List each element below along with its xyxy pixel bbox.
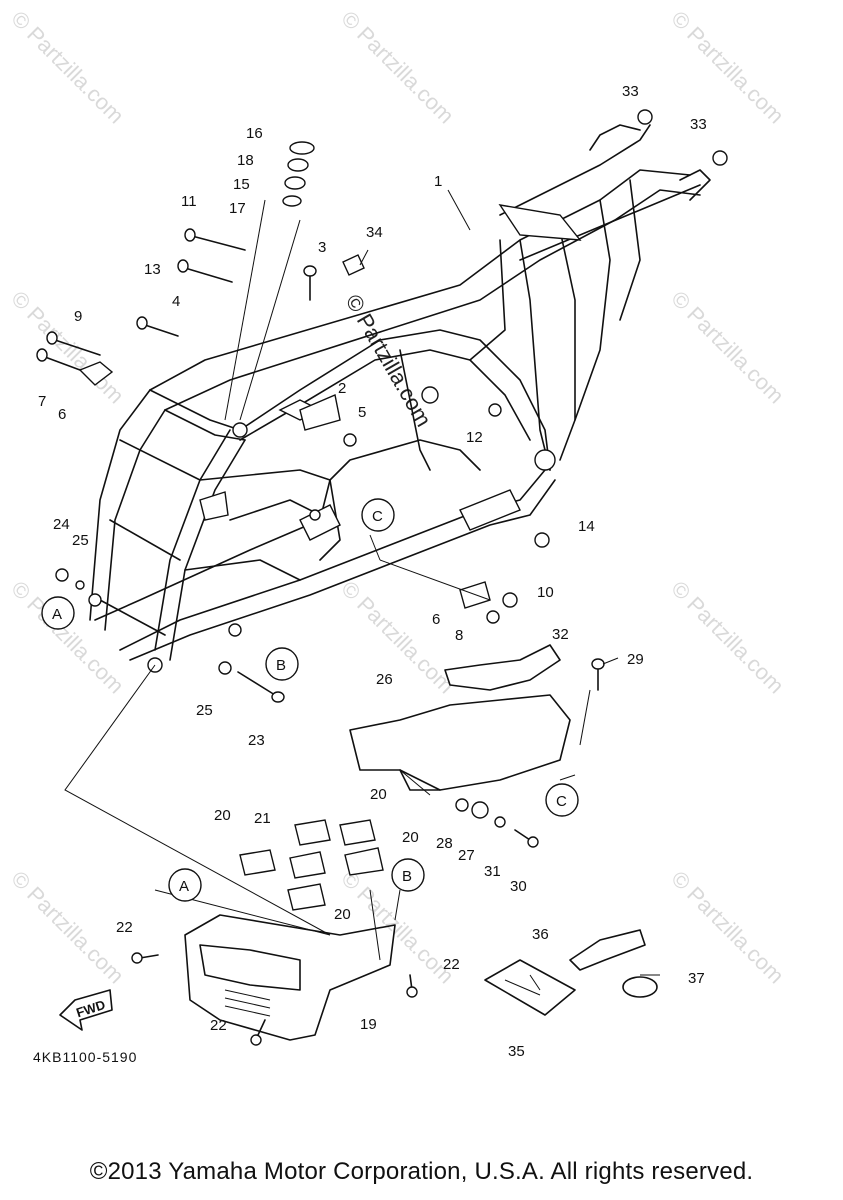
watermark: © Partzilla.com [336,6,459,129]
watermark: © Partzilla.com [6,286,129,409]
callout: 22 [210,1017,227,1034]
callout: 21 [254,810,271,827]
callout: 35 [508,1043,525,1060]
callout: 31 [484,863,501,880]
watermark: © Partzilla.com [6,6,129,129]
watermark: © Partzilla.com [6,576,129,699]
callout: 6 [58,406,66,423]
ref-marker-b: B [402,868,412,885]
watermark: © Partzilla.com [6,866,129,989]
callout: 4 [172,293,180,310]
tool-kit-drawing [484,929,658,1016]
callout: 18 [237,152,254,169]
copyright-footer: ©2013 Yamaha Motor Corporation, U.S.A. A… [89,1158,754,1185]
callout: 19 [360,1016,377,1033]
front-guard-drawing [131,819,418,1046]
callout: 22 [116,919,133,936]
callout: 10 [537,584,554,601]
watermark: © Partzilla.com [666,286,789,409]
callout: 20 [214,807,231,824]
callout: 6 [432,611,440,628]
callout: 33 [690,116,707,133]
ref-marker-b: B [276,657,286,674]
reference-markers: C A B C A B [41,498,579,902]
callout: 34 [366,224,383,241]
hardware [36,109,728,848]
callouts: 1 2 3 4 5 6 6 7 8 9 10 11 12 13 14 15 16… [38,83,707,1060]
diagram-code: 4KB1100-5190 [33,1049,137,1065]
watermark-center: © Partzilla.com [341,290,437,431]
callout: 3 [318,239,326,256]
ref-marker-a: A [179,878,189,895]
callout: 25 [196,702,213,719]
callout: 9 [74,308,82,325]
callout: 24 [53,516,70,533]
skid-plate-drawing [349,644,571,791]
callout: 32 [552,626,569,643]
fwd-arrow-icon: FWD [59,989,113,1031]
ref-marker-a: A [52,606,62,623]
callout: 36 [532,926,549,943]
callout: 14 [578,518,595,535]
callout: 27 [458,847,475,864]
callout: 17 [229,200,246,217]
watermark: © Partzilla.com [666,866,789,989]
callout: 37 [688,970,705,987]
callout: 12 [466,429,483,446]
callout: 5 [358,404,366,421]
callout: 11 [181,193,197,210]
callout: 16 [246,125,263,142]
ref-marker-c: C [556,793,567,810]
watermark: © Partzilla.com [336,576,459,699]
callout: 28 [436,835,453,852]
callout: 2 [338,380,346,397]
callout: 13 [144,261,161,278]
callout: 29 [627,651,644,668]
callout: 23 [248,732,265,749]
callout: 20 [370,786,387,803]
frame-drawing [88,124,711,673]
callout: 20 [402,829,419,846]
callout: 25 [72,532,89,549]
callout: 1 [434,173,442,190]
callout: 20 [334,906,351,923]
callout: 22 [443,956,460,973]
ref-marker-c: C [372,508,383,525]
callout: 15 [233,176,250,193]
callout: 8 [455,627,463,644]
callout: 7 [38,393,46,410]
watermark: © Partzilla.com [666,6,789,129]
watermark: © Partzilla.com [666,576,789,699]
callout: 26 [376,671,393,688]
callout: 33 [622,83,639,100]
callout: 30 [510,878,527,895]
